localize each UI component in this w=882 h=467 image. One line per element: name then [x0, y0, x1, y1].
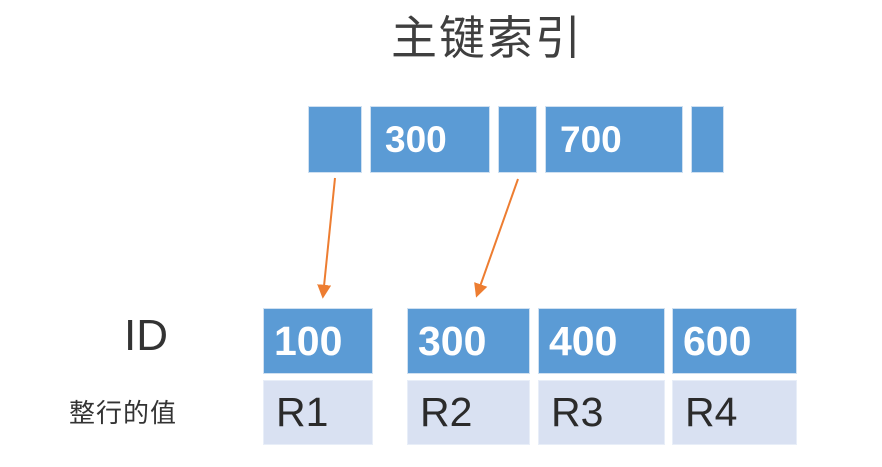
index-pointer-cell-2 [498, 106, 537, 173]
id-cell-300: 300 [407, 308, 530, 374]
value-cell-label: R4 [685, 389, 738, 435]
value-cell-label: R1 [276, 389, 329, 435]
index-key-cell-700: 700 [545, 106, 683, 173]
value-cell-r1: R1 [263, 380, 373, 445]
pointer-arrow-to-300 [474, 178, 519, 298]
id-cell-label: 600 [683, 317, 752, 364]
value-cell-r3: R3 [538, 380, 665, 445]
id-cell-100: 100 [263, 308, 373, 374]
row-label-id: ID [124, 311, 168, 360]
id-cell-label: 400 [549, 317, 618, 364]
value-cell-label: R2 [420, 389, 473, 435]
id-cell-label: 300 [418, 317, 487, 364]
value-cell-r2: R2 [407, 380, 530, 445]
row-label-value: 整行的值 [69, 398, 178, 428]
index-key-label: 300 [385, 118, 447, 160]
id-cell-400: 400 [538, 308, 665, 374]
value-cell-label: R3 [551, 389, 604, 435]
index-pointer-cell-1 [308, 106, 362, 173]
diagram-title: 主键索引 [391, 12, 583, 64]
index-key-cell-300: 300 [370, 106, 490, 173]
index-pointer-cell-3 [691, 106, 724, 173]
value-cell-r4: R4 [672, 380, 797, 445]
index-key-label: 700 [560, 118, 622, 160]
id-cell-label: 100 [274, 317, 343, 364]
pointer-arrow-to-100 [317, 177, 336, 299]
id-cell-600: 600 [672, 308, 797, 374]
